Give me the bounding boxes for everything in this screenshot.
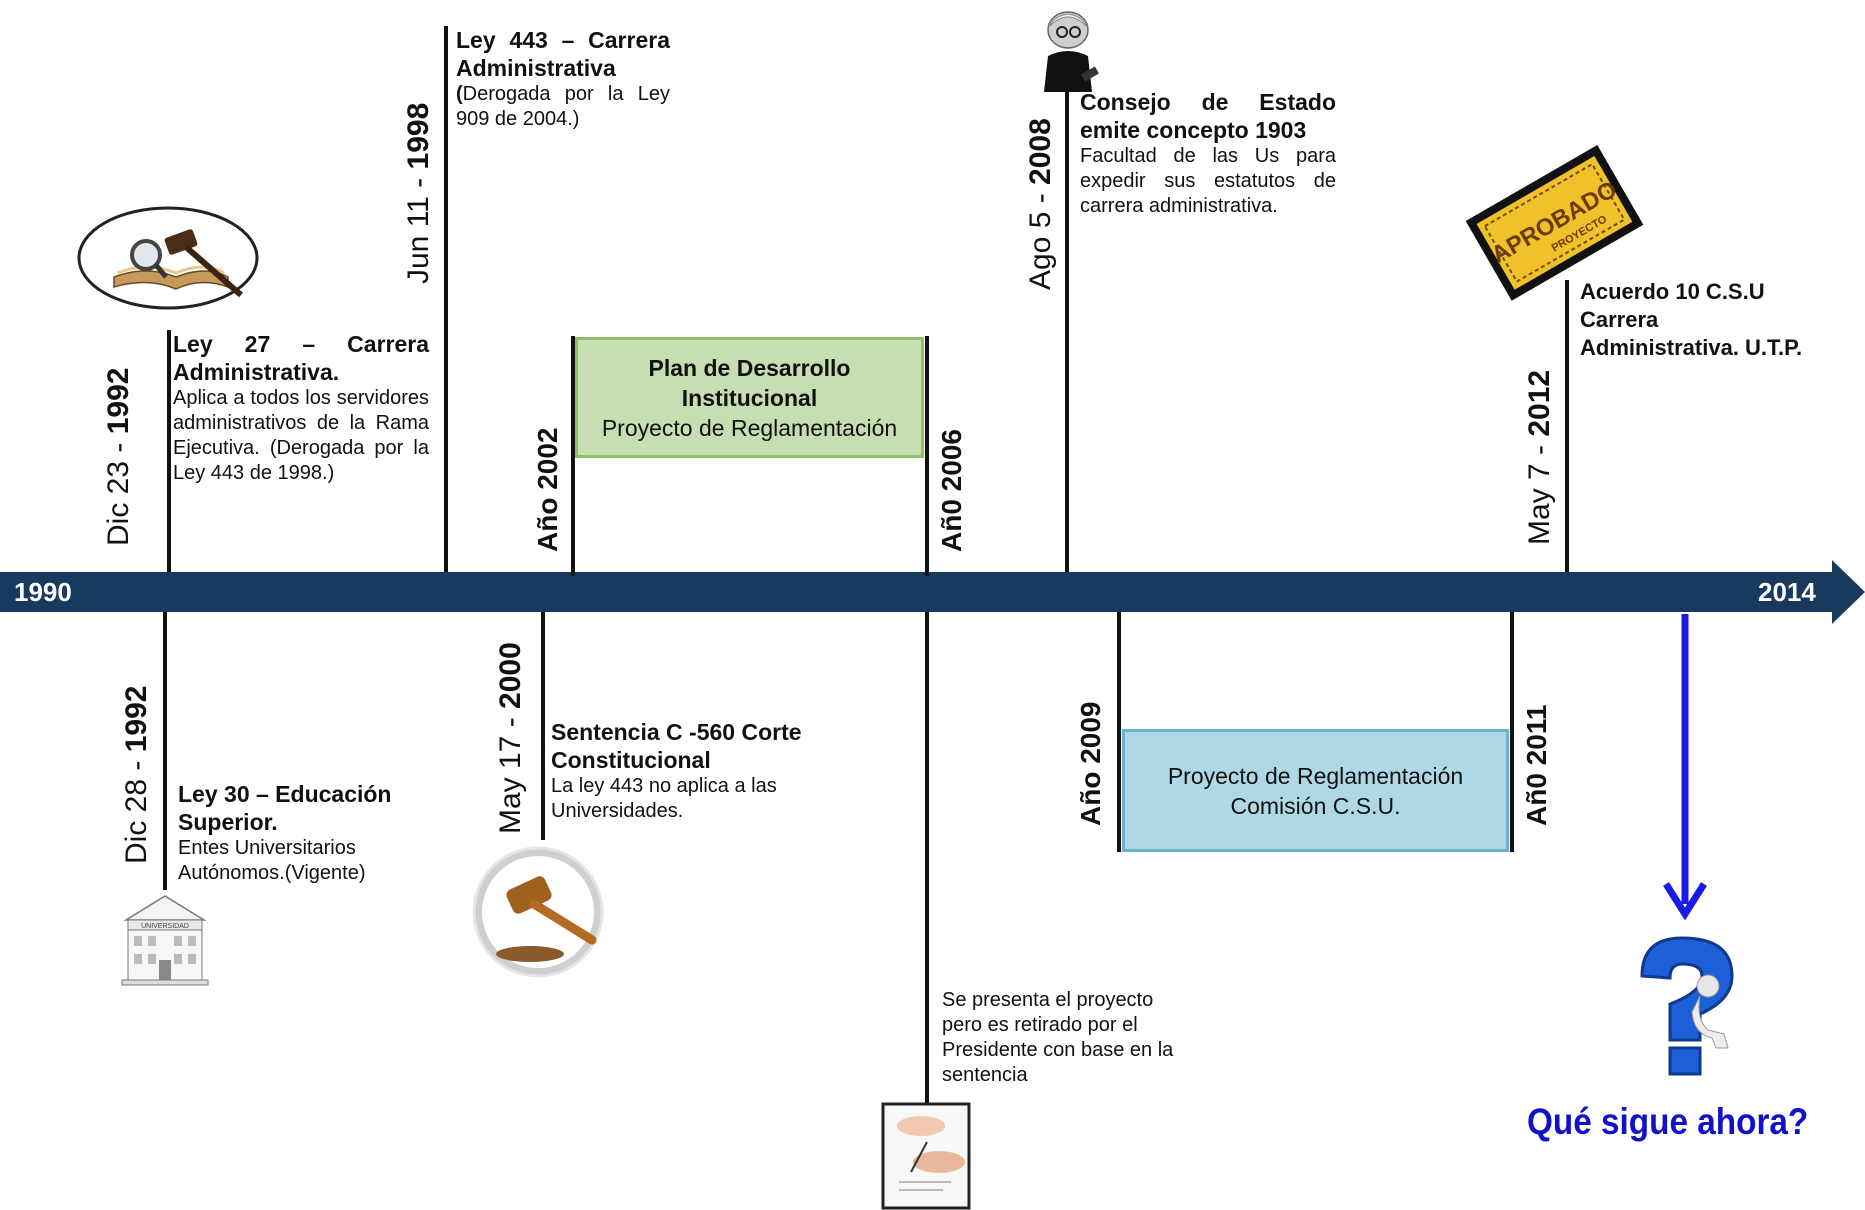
event-line-1992-bottom <box>163 612 167 890</box>
period-label-2009: Año 2009 <box>1075 701 1106 827</box>
approved-stamp-icon: APROBADO PROYECTO <box>1465 145 1644 301</box>
question-mark-icon <box>1640 936 1734 1076</box>
gavel-book-icon <box>77 206 259 310</box>
future-arrow <box>1663 614 1707 921</box>
event-desc-ley443: Ley 443 – Carrera Administrativa (Deroga… <box>456 27 670 130</box>
question-text: Qué sigue ahora? <box>1527 1101 1809 1142</box>
reglamentacion-box: Proyecto de Reglamentación Comisión C.S.… <box>1122 729 1509 852</box>
event-date-1992-top: Dic 23 - 1992 <box>102 367 135 546</box>
gavel-icon <box>472 846 604 978</box>
event-desc-consejo: Consejo de Estado emite concepto 1903 Fa… <box>1080 89 1336 217</box>
period-label-2006: Añ0 2006 <box>936 429 967 552</box>
event-line-2012 <box>1565 280 1569 572</box>
event-date-1998: Jun 11 - 1998 <box>402 102 435 284</box>
note-2006: Se presenta el proyecto pero es retirado… <box>942 989 1174 1086</box>
axis-start-label: 1990 <box>14 577 72 607</box>
period-line-2006 <box>925 336 929 576</box>
event-line-2000 <box>541 612 545 840</box>
university-sign: UNIVERSIDAD <box>141 923 189 930</box>
event-desc-acuerdo10: Acuerdo 10 C.S.U Carrera Administrativa.… <box>1580 279 1803 360</box>
event-date-2012: May 7 - 2012 <box>1523 369 1556 545</box>
event-line-1992-top <box>167 330 171 572</box>
axis-end-label: 2014 <box>1758 577 1816 607</box>
plan-desarrollo-box: Plan de Desarrollo Institucional Proyect… <box>575 337 924 458</box>
period-line-2002 <box>571 336 575 576</box>
document-signing-icon <box>881 1102 971 1210</box>
period-label-2011: Añ0 2011 <box>1521 704 1552 826</box>
event-desc-ley30: Ley 30 – Educación Superior. Entes Unive… <box>178 781 392 884</box>
period-label-2002: Año 2002 <box>532 427 563 553</box>
judge-figure-icon <box>1044 11 1099 92</box>
event-line-2008 <box>1065 88 1069 572</box>
event-line-1998 <box>444 26 448 572</box>
event-desc-sentencia: Sentencia C -560 Corte Constitucional La… <box>551 719 802 822</box>
event-date-2000: May 17 - 2000 <box>494 642 527 834</box>
university-building-icon: UNIVERSIDAD <box>121 895 209 986</box>
event-line-2006-bottom <box>925 612 929 1108</box>
timeline-axis <box>0 560 1865 624</box>
event-desc-ley27: Ley 27 – Carrera Administrativa. Aplica … <box>173 331 429 484</box>
period-line-2009 <box>1117 612 1121 852</box>
event-date-1992-bottom: Dic 28 - 1992 <box>120 685 153 864</box>
event-date-2008: Ago 5 - 2008 <box>1024 118 1057 290</box>
period-line-2011 <box>1510 612 1514 852</box>
